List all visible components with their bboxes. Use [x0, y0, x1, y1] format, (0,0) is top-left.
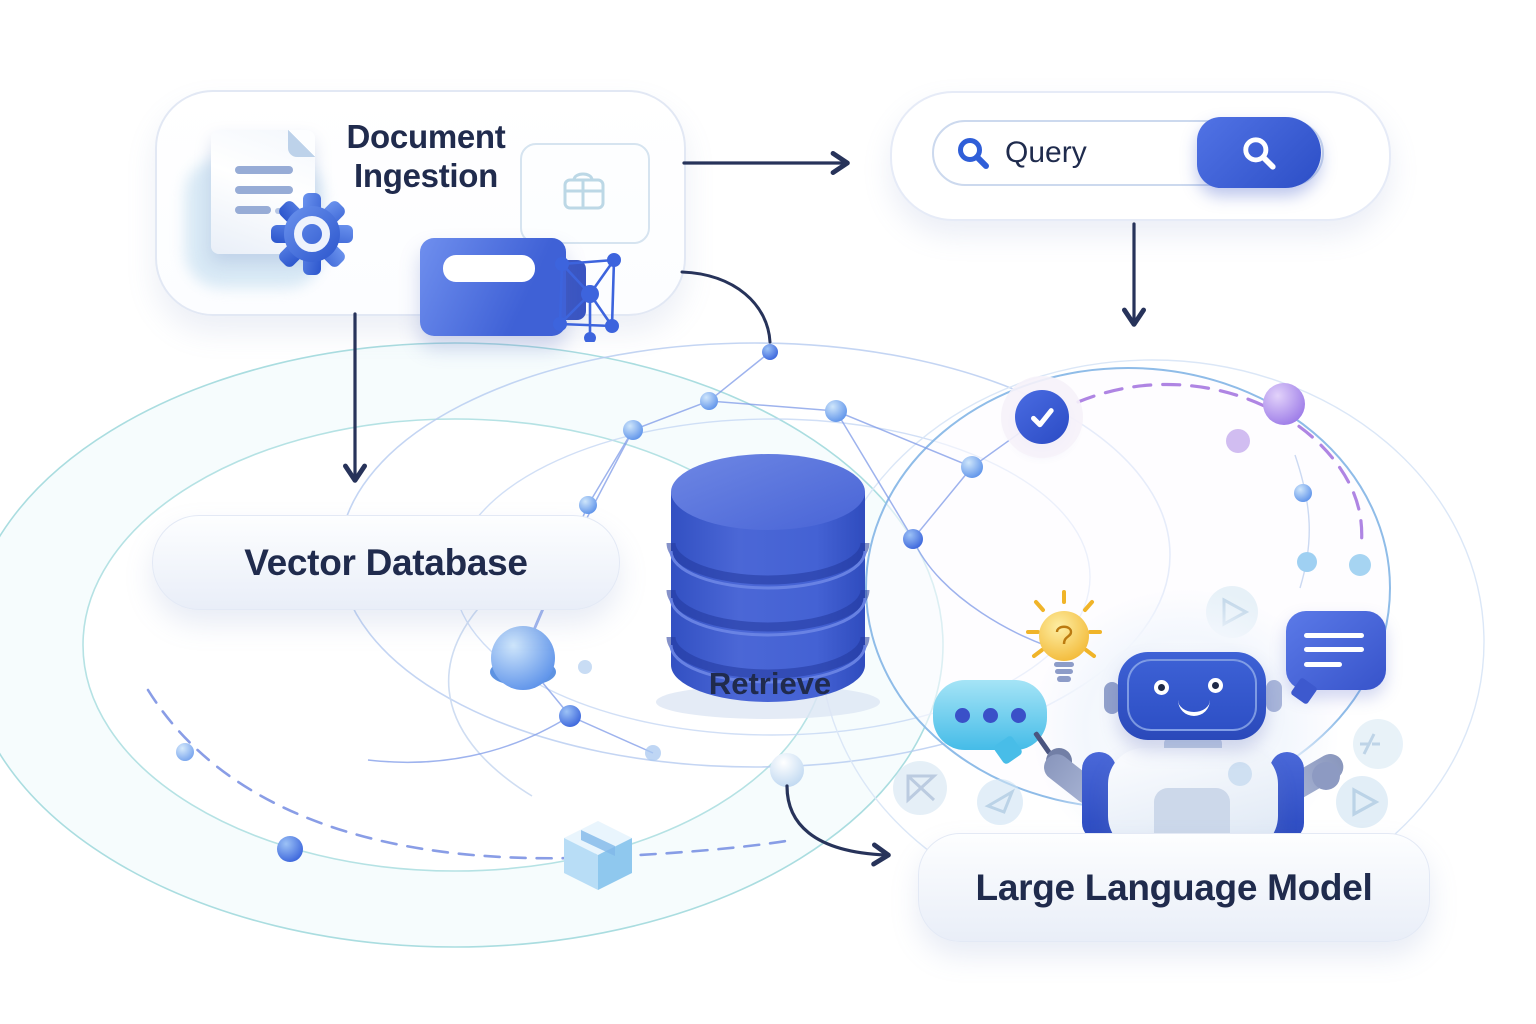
device-slot: [443, 255, 535, 282]
robot-pupil: [1212, 682, 1219, 689]
chat-dot: [954, 707, 970, 723]
ingest-device-icon: [420, 238, 566, 336]
lightbulb-icon: [1026, 590, 1102, 682]
graph-icon: [553, 253, 621, 342]
gear-icon: [271, 193, 353, 275]
package-icon: [563, 172, 605, 210]
search-button-icon: [1243, 136, 1276, 170]
retrieve-label: Retrieve: [708, 666, 832, 701]
document-ingestion-label: Document Ingestion: [346, 118, 506, 194]
llm-text: Large Language Model: [975, 866, 1373, 908]
bubble-text-line: [1304, 662, 1342, 667]
robot-ear-right: [1266, 680, 1282, 712]
doc-text-line: [235, 186, 293, 194]
database-cylinder: [656, 454, 880, 719]
bubble-text-line: [1304, 647, 1364, 652]
message-bubble: [1286, 611, 1386, 690]
vector-database-text: Vector Database: [244, 541, 528, 583]
robot-ear-left: [1104, 682, 1120, 714]
page-fold: [288, 130, 315, 157]
robot-hand-right: [1312, 762, 1340, 790]
search-icon: [958, 138, 989, 169]
chat-dot: [982, 707, 998, 723]
robot-smile: [1178, 698, 1210, 716]
robot-mascot: [1118, 652, 1266, 740]
search-button[interactable]: [1197, 117, 1321, 188]
package-panel: [520, 143, 650, 244]
doc-text-line: [235, 166, 293, 174]
large-language-model-label: Large Language Model: [918, 833, 1430, 942]
dashed-orbit-path: [146, 688, 788, 860]
chat-dot: [1010, 707, 1026, 723]
robot-eye-left: [1154, 680, 1169, 695]
robot-pupil: [1158, 684, 1165, 691]
vector-database-label: Vector Database: [152, 515, 620, 610]
purple-dashed-path: [1076, 382, 1364, 550]
chat-dots-bubble: [933, 680, 1047, 750]
bubble-text-line: [1304, 633, 1364, 638]
robot-eye-right: [1208, 678, 1223, 693]
query-value: Query: [1005, 136, 1087, 169]
cube-icon: [564, 821, 632, 890]
check-icon: [1015, 390, 1069, 444]
document-icon: [211, 130, 315, 254]
doc-text-line: [235, 206, 271, 214]
network-nodes: [176, 344, 1371, 862]
robot-chest-dot: [1228, 762, 1252, 786]
robot-visor: [1127, 659, 1257, 731]
